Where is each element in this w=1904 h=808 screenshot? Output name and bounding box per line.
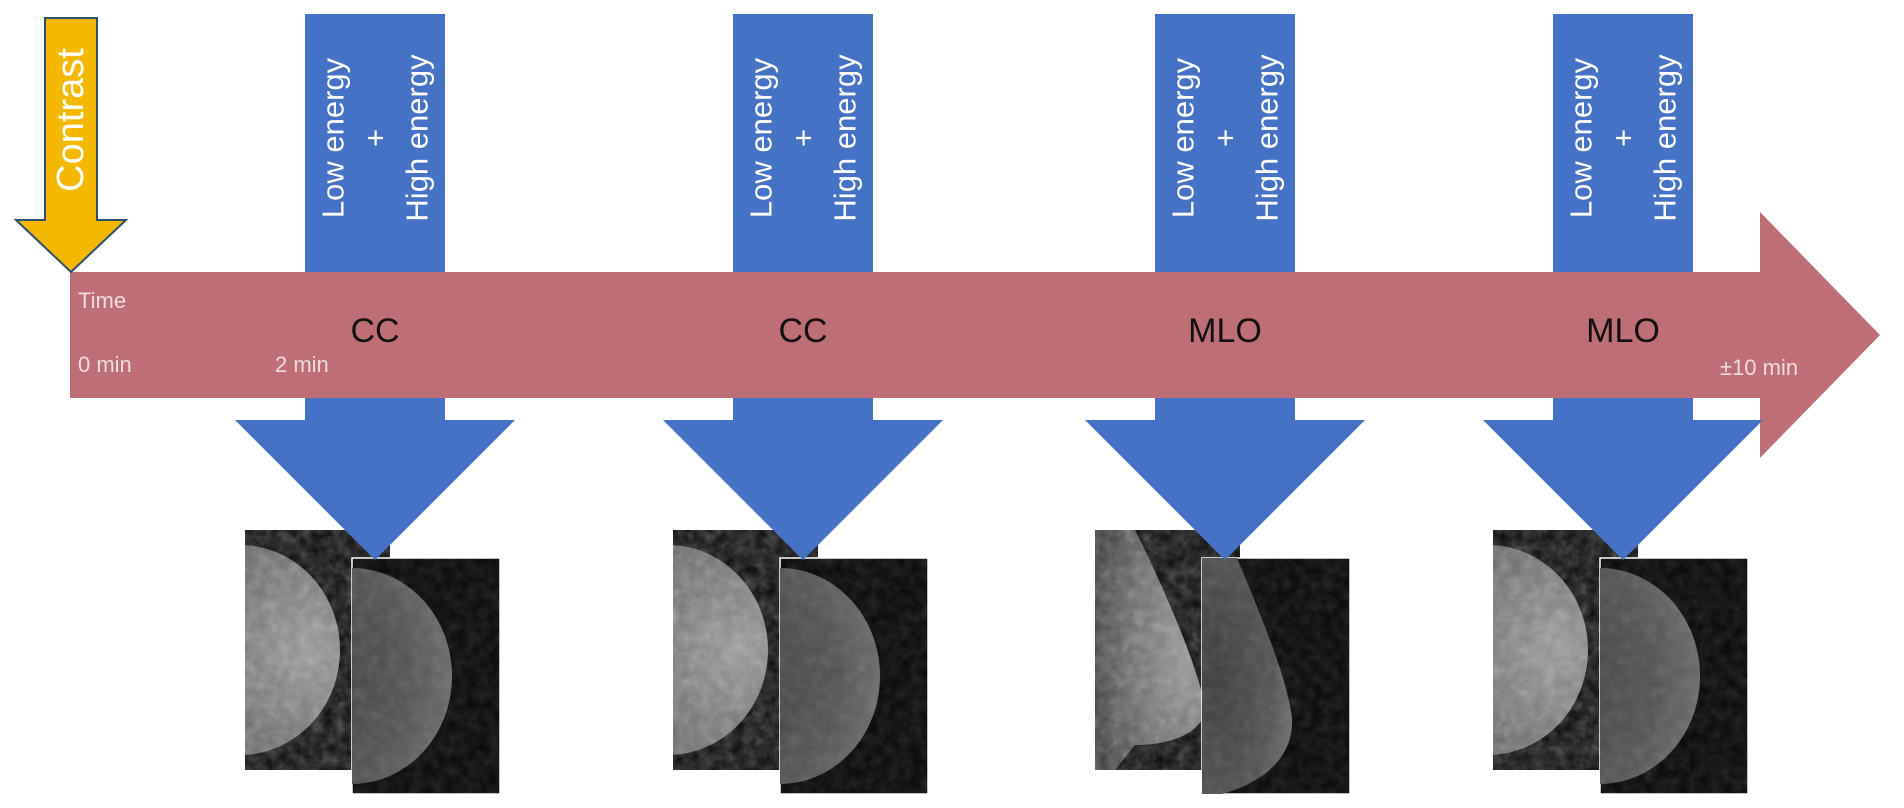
acquisition-box [305,14,445,272]
view-label: CC [778,312,827,350]
timeline-arrow [70,212,1880,458]
time-axis-label: Time [78,288,126,313]
high-energy-image [1599,557,1749,795]
low-energy-label: Low energy [316,57,351,218]
view-label: MLO [1188,312,1262,350]
low-energy-label: Low energy [1166,57,1201,218]
high-energy-image [1201,557,1351,795]
first-acquisition-time-label: 2 min [275,352,329,377]
acquisition-down-arrow [663,398,943,560]
acquisition-down-arrow [1085,398,1365,560]
plus-label: + [1208,129,1243,147]
plus-label: + [1606,129,1641,147]
contrast-label: Contrast [50,48,92,192]
start-time-label: 0 min [78,352,132,377]
contrast-injection-arrow [13,17,129,274]
end-time-label: ±10 min [1720,355,1798,380]
acquisition-down-arrow [1483,398,1763,560]
high-energy-label: High energy [828,54,863,222]
high-energy-image [779,557,929,795]
acquisition-box [1553,14,1693,272]
mammogram-pair [1095,530,1351,795]
high-energy-image [351,557,501,795]
plus-label: + [786,129,821,147]
high-energy-label: High energy [400,54,435,222]
high-energy-label: High energy [1648,54,1683,222]
acquisition-box [733,14,873,272]
mammogram-pair [1493,530,1749,795]
view-label: CC [350,312,399,350]
low-energy-label: Low energy [744,57,779,218]
plus-label: + [358,129,393,147]
acquisition-down-arrow [235,398,515,560]
mammogram-pair [673,530,929,795]
high-energy-label: High energy [1250,54,1285,222]
mammogram-pair [245,530,501,795]
acquisition-box [1155,14,1295,272]
view-label: MLO [1586,312,1660,350]
low-energy-label: Low energy [1564,57,1599,218]
